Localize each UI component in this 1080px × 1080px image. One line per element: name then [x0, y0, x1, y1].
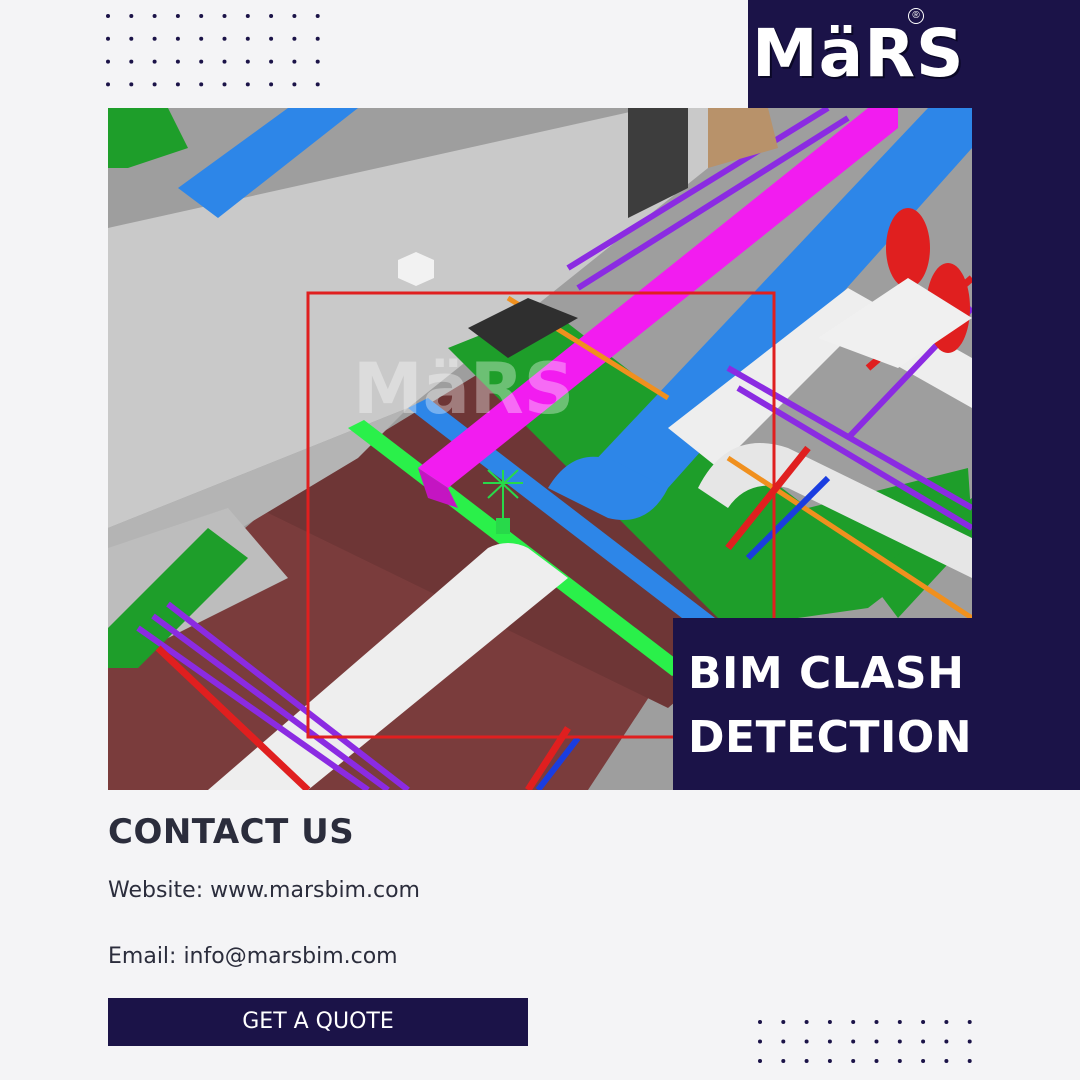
decorative-dot: [199, 82, 204, 87]
decorative-dot: [292, 36, 297, 41]
decorative-dot: [106, 82, 110, 87]
decorative-dot: [222, 14, 227, 18]
contact-heading: CONTACT US: [108, 812, 355, 852]
title-card: BIM CLASH DETECTION: [673, 618, 1080, 790]
decorative-dot: [269, 82, 274, 87]
decorative-dot: [129, 59, 134, 64]
decorative-dot: [222, 59, 227, 64]
registered-mark-icon: ®: [908, 8, 924, 24]
decorative-dot: [269, 59, 274, 64]
decorative-dot: [222, 36, 227, 41]
decorative-dot: [827, 1020, 832, 1024]
decorative-dot: [315, 36, 320, 41]
decorative-dot: [851, 1020, 856, 1024]
decorative-dot: [175, 82, 180, 87]
decorative-dot: [758, 1039, 762, 1044]
decorative-dot: [851, 1039, 856, 1044]
decorative-dot: [199, 36, 204, 41]
decorative-dot: [944, 1020, 949, 1024]
decorative-dot: [175, 59, 180, 64]
decorative-dot: [106, 36, 110, 41]
decorative-dot: [269, 36, 274, 41]
decorative-dot: [175, 36, 180, 41]
decorative-dot: [874, 1059, 879, 1063]
decorative-dot: [967, 1039, 972, 1044]
decorative-dot: [245, 14, 250, 18]
decorative-dot: [129, 36, 134, 41]
decorative-dot: [944, 1039, 949, 1044]
decorative-dot: [106, 59, 110, 64]
decorative-dot: [827, 1059, 832, 1063]
decorative-dot: [758, 1020, 762, 1024]
decorative-dot: [175, 14, 180, 18]
decorative-dot: [269, 14, 274, 18]
decorative-dot: [781, 1059, 786, 1063]
decorative-dot: [851, 1059, 856, 1063]
decorative-dot: [921, 1059, 926, 1063]
page-title-line-1: BIM CLASH: [688, 648, 965, 699]
decorative-dot: [292, 59, 297, 64]
clash-highlight-box: [306, 291, 776, 739]
logo-wordmark: MäRS: [752, 15, 965, 92]
decorative-dot: [292, 14, 297, 18]
decorative-dot: [827, 1039, 832, 1044]
decorative-dot: [781, 1039, 786, 1044]
decorative-dot: [967, 1059, 972, 1063]
dot-pattern-bottom-right: [756, 1016, 980, 1076]
decorative-dot: [874, 1020, 879, 1024]
decorative-dot: [245, 36, 250, 41]
decorative-dot: [897, 1059, 902, 1063]
decorative-dot: [804, 1059, 809, 1063]
watermark-logo: MäRS: [353, 348, 574, 430]
decorative-dot: [315, 59, 320, 64]
decorative-dot: [129, 82, 134, 87]
decorative-dot: [152, 36, 157, 41]
decorative-dot: [222, 82, 227, 87]
decorative-dot: [152, 59, 157, 64]
decorative-dot: [152, 14, 157, 18]
decorative-dot: [804, 1020, 809, 1024]
decorative-dot: [944, 1059, 949, 1063]
decorative-dot: [921, 1020, 926, 1024]
decorative-dot: [152, 82, 157, 87]
decorative-dot: [921, 1039, 926, 1044]
website-link[interactable]: Website: www.marsbim.com: [108, 878, 420, 903]
decorative-dot: [897, 1039, 902, 1044]
get-a-quote-button[interactable]: GET A QUOTE: [108, 998, 528, 1046]
decorative-dot: [781, 1020, 786, 1024]
page-title-line-2: DETECTION: [688, 712, 973, 763]
decorative-dot: [315, 14, 320, 18]
decorative-dot: [292, 82, 297, 87]
decorative-dot: [106, 14, 110, 18]
decorative-dot: [199, 59, 204, 64]
decorative-dot: [245, 59, 250, 64]
decorative-dot: [129, 14, 134, 18]
mars-logo: MäRS ®: [752, 8, 965, 94]
dot-pattern-top-left: [104, 10, 328, 90]
email-link[interactable]: Email: info@marsbim.com: [108, 944, 398, 969]
decorative-dot: [315, 82, 320, 87]
decorative-dot: [874, 1039, 879, 1044]
bim-model-render: MäRS: [108, 108, 972, 790]
decorative-dot: [804, 1039, 809, 1044]
decorative-dot: [967, 1020, 972, 1024]
decorative-dot: [758, 1059, 762, 1063]
decorative-dot: [897, 1020, 902, 1024]
decorative-dot: [199, 14, 204, 18]
decorative-dot: [245, 82, 250, 87]
